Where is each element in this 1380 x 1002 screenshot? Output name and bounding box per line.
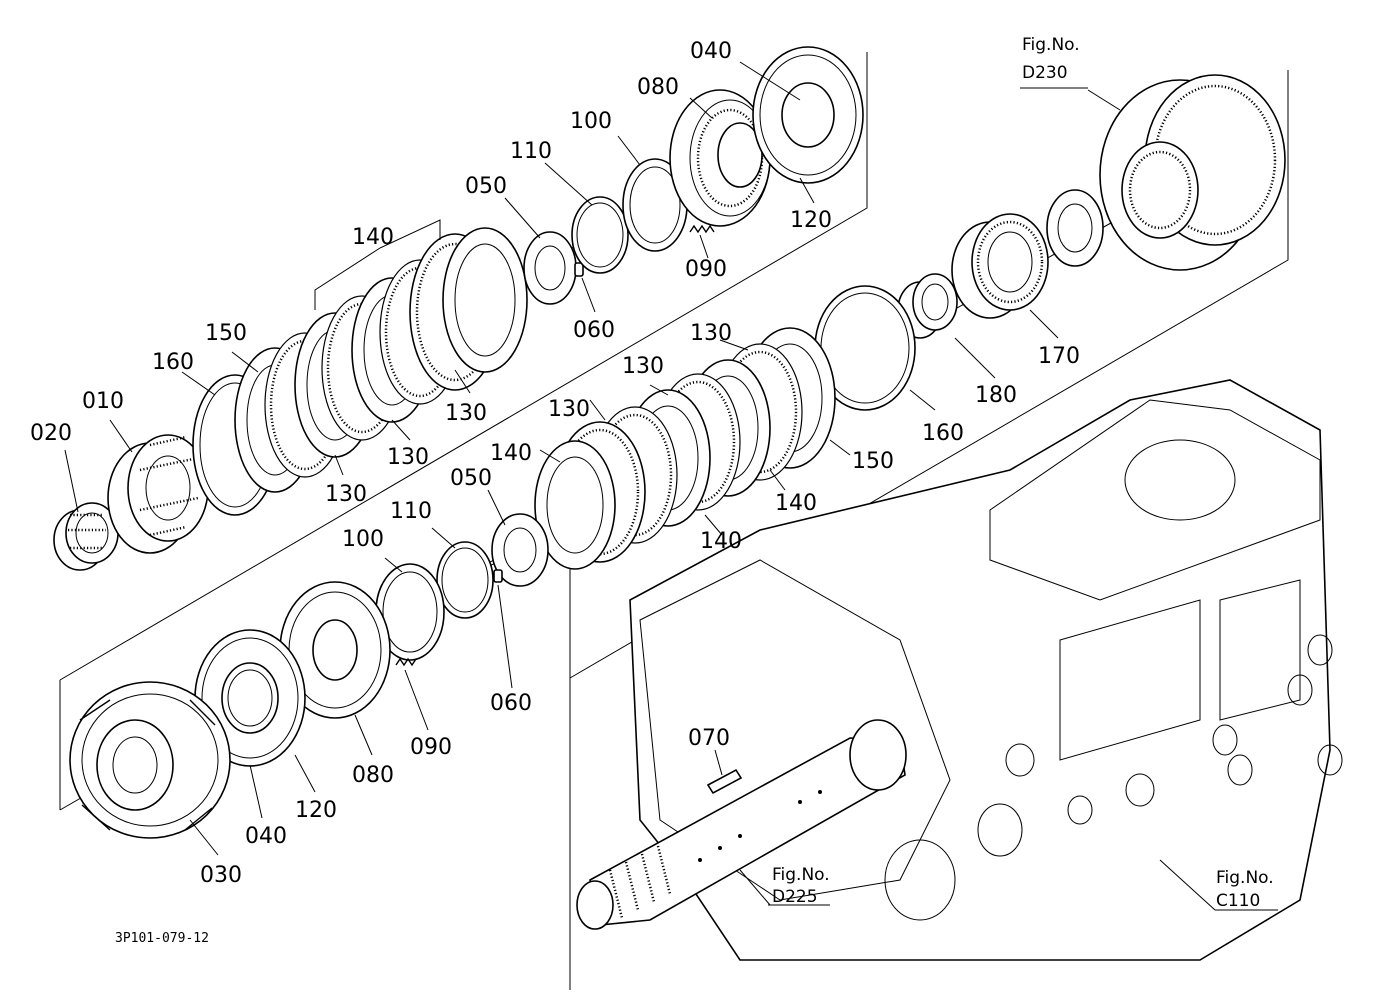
callout-180: 180 bbox=[975, 383, 1017, 408]
callout-020: 020 bbox=[30, 421, 72, 446]
callout-090-top: 090 bbox=[685, 257, 727, 282]
piston-080-bot bbox=[279, 581, 391, 719]
callout-100-bot: 100 bbox=[342, 527, 384, 552]
shaft-d225 bbox=[576, 719, 907, 930]
callout-130-d: 130 bbox=[548, 397, 590, 422]
callout-labels: 040 080 100 110 050 140 150 160 010 020 … bbox=[30, 39, 1080, 888]
leader-lines bbox=[64, 61, 1278, 911]
ring-100-top bbox=[622, 158, 688, 252]
bearing-020 bbox=[53, 502, 119, 571]
callout-150-right: 150 bbox=[852, 449, 894, 474]
callout-070: 070 bbox=[688, 726, 730, 751]
gear-hub-010 bbox=[107, 434, 209, 554]
ring-100-bot bbox=[375, 563, 445, 661]
callout-060-bot: 060 bbox=[490, 691, 532, 716]
callout-140-b: 140 bbox=[490, 441, 532, 466]
callout-160-left: 160 bbox=[152, 350, 194, 375]
snap-ring-110-bot bbox=[436, 541, 494, 619]
fig-ref-d225-prefix: Fig.No. bbox=[772, 865, 830, 885]
callout-130-a: 130 bbox=[445, 401, 487, 426]
callout-140-d: 140 bbox=[700, 529, 742, 554]
fig-ref-d230-number: D230 bbox=[1022, 63, 1068, 83]
callout-010: 010 bbox=[82, 389, 124, 414]
clutch-pack-upper bbox=[264, 227, 528, 478]
clutch-pack-middle bbox=[534, 327, 836, 570]
pin-060-top bbox=[574, 262, 584, 277]
retainer-050-bot bbox=[491, 513, 549, 587]
callout-130-b: 130 bbox=[387, 445, 429, 470]
callout-160-right: 160 bbox=[922, 421, 964, 446]
key-070 bbox=[706, 768, 743, 795]
fig-ref-d225-number: D225 bbox=[772, 887, 818, 907]
callout-050-top: 050 bbox=[465, 174, 507, 199]
seal-plate-040-120-top bbox=[752, 46, 864, 184]
bearing-180 bbox=[897, 273, 958, 339]
piston-080-top bbox=[669, 89, 771, 227]
callout-090-bot: 090 bbox=[410, 735, 452, 760]
callout-110-top: 110 bbox=[510, 139, 552, 164]
hub-170 bbox=[951, 213, 1049, 319]
callout-140-c: 140 bbox=[775, 491, 817, 516]
fig-ref-d230-prefix: Fig.No. bbox=[1022, 35, 1080, 55]
callout-050-bot: 050 bbox=[450, 466, 492, 491]
callout-100-top: 100 bbox=[570, 109, 612, 134]
retainer-050-top bbox=[523, 231, 577, 305]
callout-130-e: 130 bbox=[622, 354, 664, 379]
callout-060-top: 060 bbox=[573, 318, 615, 343]
drawing-number: 3P101-079-12 bbox=[115, 931, 209, 946]
spring-090-bot bbox=[395, 657, 417, 667]
callout-140-top: 140 bbox=[352, 225, 394, 250]
callout-040-top: 040 bbox=[690, 39, 732, 64]
callout-040-bot: 040 bbox=[245, 824, 287, 849]
callout-120-bot: 120 bbox=[295, 798, 337, 823]
callout-170: 170 bbox=[1038, 344, 1080, 369]
fig-ref-c110-prefix: Fig.No. bbox=[1216, 868, 1274, 888]
pin-060-bot bbox=[493, 569, 503, 583]
callout-110-bot: 110 bbox=[390, 499, 432, 524]
fig-ref-c110-number: C110 bbox=[1216, 891, 1260, 911]
callout-130-c: 130 bbox=[325, 482, 367, 507]
callout-150-left: 150 bbox=[205, 321, 247, 346]
figure-reference-labels: Fig.No. D230 Fig.No. D225 Fig.No. C110 bbox=[772, 35, 1274, 911]
callout-080-top: 080 bbox=[637, 75, 679, 100]
snap-ring-110-top bbox=[571, 196, 629, 274]
clutch-drum-030 bbox=[69, 681, 231, 839]
callout-030: 030 bbox=[200, 863, 242, 888]
gear-assembly-d230 bbox=[1099, 74, 1286, 271]
callout-080-bot: 080 bbox=[352, 763, 394, 788]
spring-090-top bbox=[689, 224, 715, 234]
callout-120-top: 120 bbox=[790, 208, 832, 233]
plate-near-d230 bbox=[1046, 189, 1104, 267]
callout-130-f: 130 bbox=[690, 321, 732, 346]
